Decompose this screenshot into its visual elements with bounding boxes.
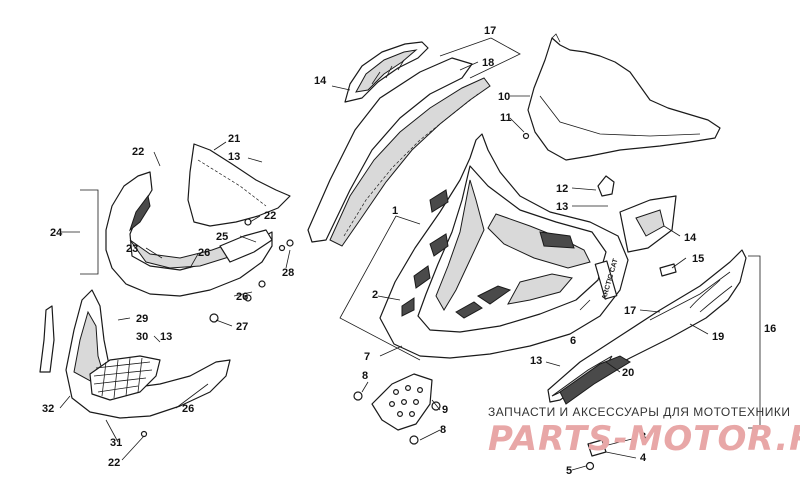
- fasteners: [140, 263, 677, 471]
- callout-label: 7: [364, 351, 370, 363]
- part-side-vent: [619, 195, 677, 253]
- leader-lines: [59, 37, 761, 471]
- callout-label: 30: [136, 331, 148, 343]
- part-windshield: [527, 33, 721, 161]
- callout-label: 14: [684, 232, 697, 244]
- callout-label: 28: [282, 267, 294, 279]
- part-skid-plate: [371, 373, 433, 431]
- callout-label: 19: [712, 331, 724, 343]
- callout-label: 21: [228, 133, 240, 145]
- part-nose-upper: [187, 143, 291, 227]
- callout-label: 12: [556, 183, 568, 195]
- callout-label: 15: [692, 253, 704, 265]
- part-trim-strip-top: [307, 57, 491, 247]
- callout-label: 25: [216, 231, 228, 243]
- callout-label: 2: [372, 289, 378, 301]
- callout-label: 26: [182, 403, 194, 415]
- callout-label: 10: [498, 91, 510, 103]
- callout-label: 22: [132, 146, 144, 158]
- watermark: ЗАПЧАСТИ И АКСЕССУАРЫ ДЛЯ МОТОТЕХНИКИ PA…: [488, 405, 800, 459]
- part-side-panel-right: [547, 249, 747, 405]
- callout-label: 32: [42, 403, 54, 415]
- callout-label: 13: [228, 151, 240, 163]
- callout-label: 29: [136, 313, 148, 325]
- callout-label: 20: [622, 367, 634, 379]
- callout-label: 24: [50, 227, 63, 239]
- callout-label: 22: [108, 457, 120, 469]
- callout-label: 1: [392, 205, 398, 217]
- part-vent-top: [344, 41, 429, 103]
- callout-label: 23: [126, 243, 138, 255]
- watermark-brand: PARTS-MOTOR.RU: [488, 419, 800, 459]
- callout-label: 27: [236, 321, 248, 333]
- callout-label: 31: [110, 437, 122, 449]
- callout-label: 3: [640, 431, 646, 443]
- callout-label: 9: [442, 404, 448, 416]
- part-hood-main: ARCTIC CAT: [379, 133, 629, 359]
- callout-label: 8: [440, 424, 446, 436]
- callout-label: 8: [362, 370, 368, 382]
- callout-label: 6: [570, 335, 576, 347]
- callout-label: 14: [314, 75, 327, 87]
- callout-label: 13: [160, 331, 172, 343]
- callout-label: 26: [236, 291, 248, 303]
- part-nose-bracket: [219, 218, 294, 263]
- callout-label: 16: [764, 323, 776, 335]
- callout-label: 13: [556, 201, 568, 213]
- callout-label: 22: [264, 210, 276, 222]
- part-mount-bracket: [522, 132, 615, 197]
- callout-label: 11: [500, 112, 512, 124]
- callout-labels: 1 2 3 4 5 6 7 8 8 9 10 11 12 13 13 13 13…: [42, 25, 776, 477]
- callout-label: 17: [484, 25, 496, 37]
- callout-label: 18: [482, 57, 494, 69]
- watermark-subtitle: ЗАПЧАСТИ И АКСЕССУАРЫ ДЛЯ МОТОТЕХНИКИ: [488, 405, 790, 419]
- callout-label: 26: [198, 247, 210, 259]
- callout-label: 13: [530, 355, 542, 367]
- callout-label: 4: [640, 452, 647, 464]
- part-lower-bumper: [39, 289, 231, 419]
- callout-label: 17: [624, 305, 636, 317]
- callout-label: 5: [566, 465, 572, 477]
